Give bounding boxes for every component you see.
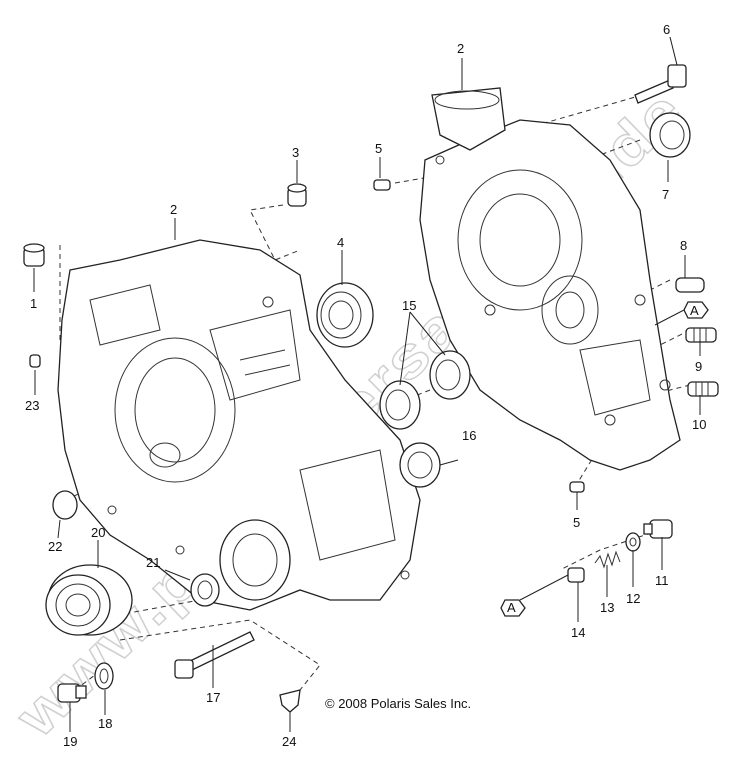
part-19-drain-plug — [57, 683, 87, 703]
callout-2-left: 2 — [170, 202, 177, 217]
callout-1: 1 — [30, 296, 37, 311]
copyright-notice: © 2008 Polaris Sales Inc. — [325, 696, 471, 711]
part-7-seal — [649, 112, 691, 158]
callout-5-top: 5 — [375, 141, 382, 156]
callout-15: 15 — [402, 298, 416, 313]
ref-marker-a-label: A — [690, 303, 699, 318]
callout-18: 18 — [98, 716, 112, 731]
part-12-washer — [625, 532, 641, 552]
part-17-bolt — [174, 631, 255, 679]
callout-24: 24 — [282, 734, 296, 749]
left-crankcase — [57, 239, 421, 611]
part-5-pin — [373, 179, 585, 493]
callout-7: 7 — [662, 187, 669, 202]
callout-16: 16 — [462, 428, 476, 443]
part-24-fitting — [279, 689, 301, 713]
callout-22: 22 — [48, 539, 62, 554]
ref-marker-a-label-2: A — [507, 600, 516, 615]
callout-20: 20 — [91, 525, 105, 540]
callout-5-bottom: 5 — [573, 515, 580, 530]
right-crankcase — [419, 87, 681, 471]
callout-13: 13 — [600, 600, 614, 615]
callout-3: 3 — [292, 145, 299, 160]
ref-marker-a-top: A — [654, 301, 709, 326]
part-4-bearing — [316, 282, 374, 348]
part-8-plug — [675, 277, 705, 293]
part-3-dowel — [287, 183, 307, 207]
callout-12: 12 — [626, 591, 640, 606]
part-22-plug — [52, 490, 78, 520]
ref-marker-a-bottom: A — [500, 599, 526, 617]
callout-numbers: 1 2 2 3 4 5 5 6 7 8 9 10 11 12 13 14 15 … — [25, 22, 706, 749]
part-18-washer — [94, 662, 114, 690]
callout-23: 23 — [25, 398, 39, 413]
callout-11: 11 — [655, 573, 669, 588]
callout-21: 21 — [146, 555, 160, 570]
part-21-seal — [190, 573, 220, 607]
part-20-pulley — [45, 564, 133, 636]
callout-4: 4 — [337, 235, 344, 250]
callout-10: 10 — [692, 417, 706, 432]
callout-17: 17 — [206, 690, 220, 705]
part-13-spring — [594, 550, 621, 569]
part-6-bolt — [634, 64, 687, 104]
callout-8: 8 — [680, 238, 687, 253]
callout-19: 19 — [63, 734, 77, 749]
part-1-dowel — [23, 243, 45, 267]
part-9-fitting — [685, 327, 717, 343]
part-10-fitting — [687, 381, 719, 397]
callout-14: 14 — [571, 625, 585, 640]
callout-6: 6 — [663, 22, 670, 37]
part-14-valve — [519, 567, 585, 601]
part-15-bearing — [379, 350, 471, 430]
callout-2-right: 2 — [457, 41, 464, 56]
part-11-plug-bolt — [643, 519, 673, 539]
part-23-pin — [29, 354, 41, 368]
callout-leaders — [33, 36, 701, 732]
callout-9: 9 — [695, 359, 702, 374]
part-16-bearing — [399, 442, 441, 488]
